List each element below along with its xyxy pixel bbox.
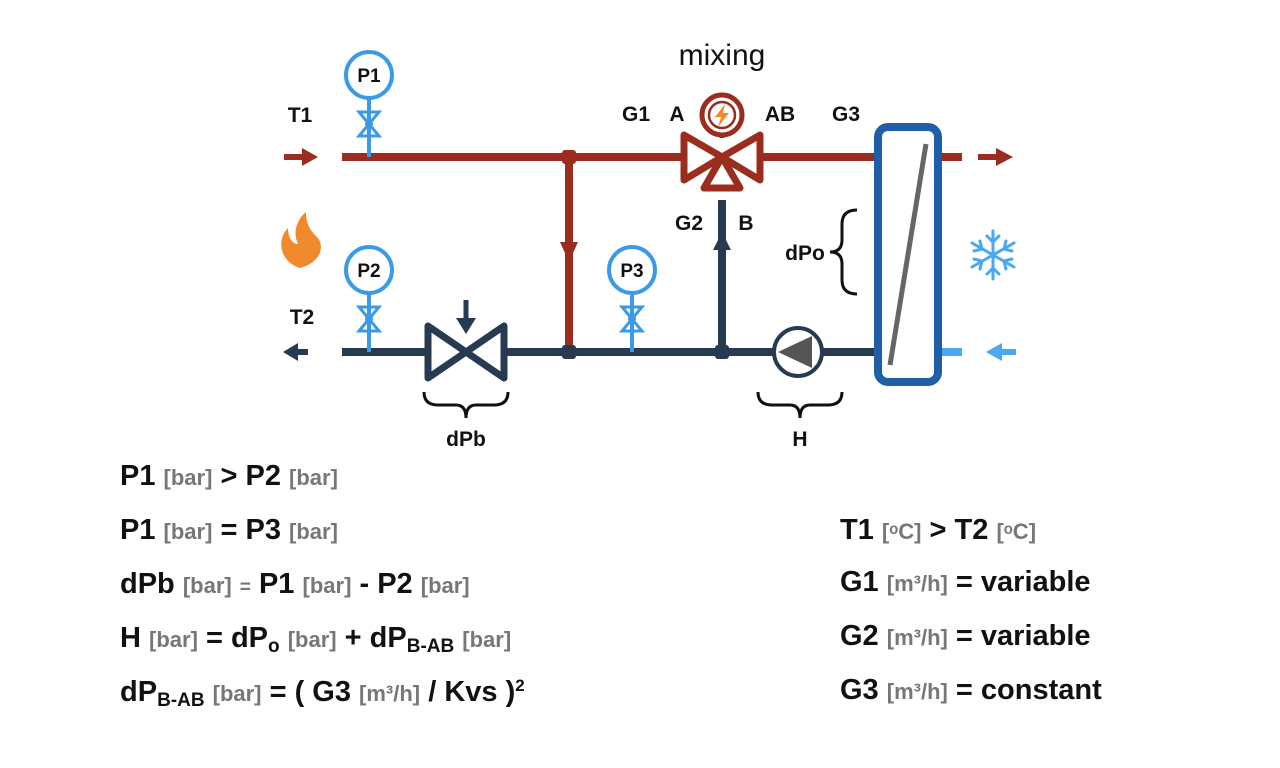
brace-icon (422, 391, 510, 419)
brace-icon (829, 208, 858, 296)
equation-dpb: dPb [bar] = P1 [bar] - P2 [bar] (120, 568, 470, 600)
junction-node (715, 345, 729, 359)
label-t2: T2 (290, 306, 315, 329)
label-g3: G3 (832, 103, 860, 126)
pump-icon (772, 326, 824, 378)
arrow-icon (713, 232, 731, 250)
equation-p1-gt-p2: P1 [bar] > P2 [bar] (120, 460, 338, 492)
equation-t1-gt-t2: T1 [ᵒC] > T2 [ᵒC] (840, 514, 1037, 546)
valve-icon (424, 300, 508, 382)
label-dpo: dPo (785, 242, 825, 265)
equation-h: H [bar] = dPo [bar] + dPB-AB [bar] (120, 622, 512, 657)
label-dpb: dPb (446, 428, 486, 450)
label-h: H (792, 428, 807, 450)
gauge-label-p1: P1 (357, 66, 381, 87)
brace-icon (756, 391, 844, 419)
mixing-valve-icon (680, 131, 764, 192)
arrow-icon (283, 343, 308, 361)
equation-p1-eq-p3: P1 [bar] = P3 [bar] (120, 514, 338, 546)
label-ab: AB (765, 103, 795, 126)
diagram-title: mixing (679, 39, 766, 72)
heat-exchanger-icon (874, 123, 942, 386)
label-a: A (669, 103, 684, 126)
junction-node (562, 345, 576, 359)
gauge-label-p3: P3 (620, 261, 643, 282)
equation-dp-b-ab: dPB-AB [bar] = ( G3 [m³/h] / Kvs )2 (120, 676, 525, 711)
gauge-label-p2: P2 (357, 261, 380, 282)
fire-icon (281, 212, 321, 268)
pressure-gauge-icon (344, 245, 394, 352)
equation-g2: G2 [m³/h] = variable (840, 620, 1091, 652)
arrow-icon (986, 343, 1016, 361)
pressure-gauge-icon (607, 245, 657, 352)
arrow-icon (978, 148, 1013, 166)
snowflake-icon (970, 229, 1016, 281)
label-t1: T1 (288, 104, 313, 127)
equation-g1: G1 [m³/h] = variable (840, 566, 1091, 598)
junction-node (562, 150, 576, 164)
label-g2: G2 (675, 212, 703, 235)
equation-g3: G3 [m³/h] = constant (840, 674, 1102, 706)
actuator-bolt-icon (699, 92, 745, 138)
arrow-icon (560, 242, 578, 262)
label-b: B (738, 212, 753, 235)
arrow-icon (284, 148, 318, 166)
mixing-circuit-diagram: P1 P2 P3 (281, 39, 1016, 450)
pressure-gauge-icon (344, 50, 394, 157)
label-g1: G1 (622, 103, 650, 126)
